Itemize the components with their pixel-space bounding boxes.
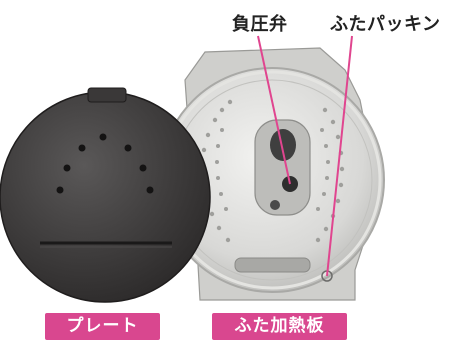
plate-holes <box>56 133 154 194</box>
lid-heating-plate-tag: ふた加熱板 <box>212 313 347 340</box>
lid-heating-plate-image <box>159 47 385 301</box>
plate-tag: プレート <box>45 313 160 340</box>
negative-pressure-valve-label: 負圧弁 <box>232 14 288 35</box>
valve-leader-line <box>257 35 291 185</box>
packing-leader-line <box>326 35 353 277</box>
plate-image <box>0 87 211 303</box>
lid-packing-label: ふたパッキン <box>330 14 441 35</box>
